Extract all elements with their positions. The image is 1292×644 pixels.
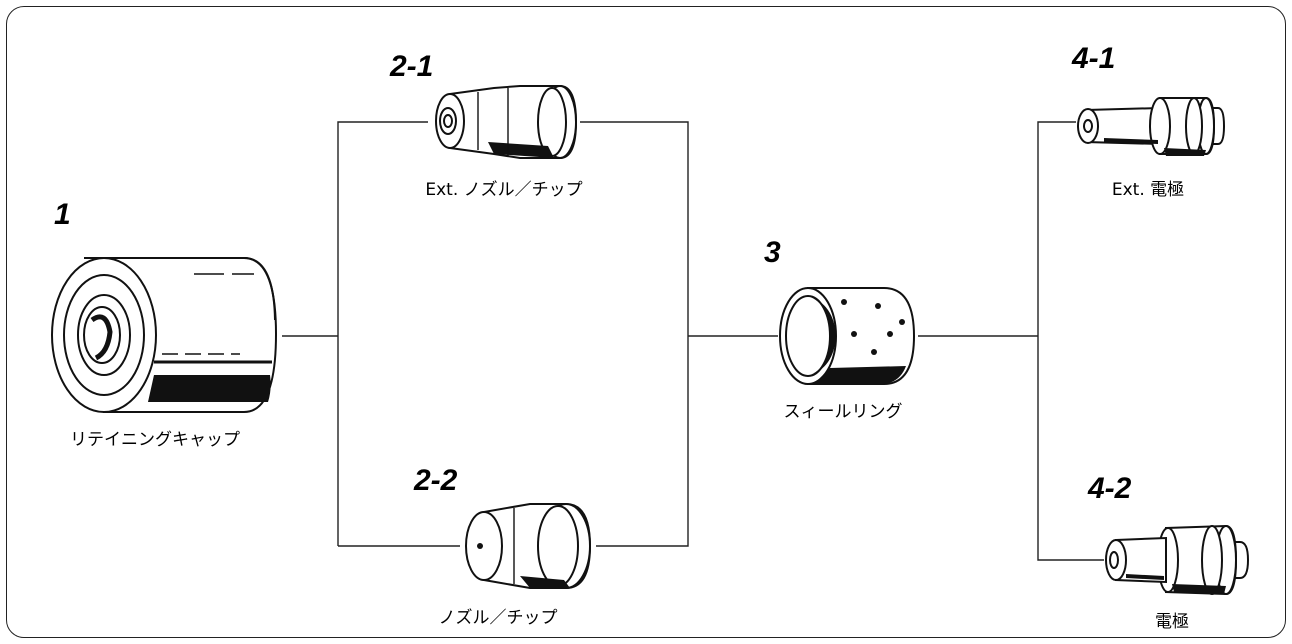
part-label-nozzle-tip: ノズル／チップ [438, 608, 558, 628]
ext-nozzle-tip-icon [435, 85, 578, 159]
part-label-swirl-ring: スィールリング [783, 402, 903, 422]
diagram-frame [6, 6, 1286, 638]
electrode-icon [1105, 524, 1250, 596]
connector-line [580, 121, 689, 547]
connector-line [1037, 121, 1104, 561]
part-number-4-1: 4-1 [1072, 42, 1116, 75]
retaining-cap-icon [51, 257, 278, 413]
part-label-ext-nozzle-tip: Ext. ノズル／チップ [425, 180, 583, 200]
part-label-electrode: 電極 [1155, 612, 1189, 632]
part-number-4-2: 4-2 [1088, 472, 1132, 505]
part-number-2-2: 2-2 [414, 464, 458, 497]
connector-line [337, 121, 428, 546]
part-label-retaining-cap: リテイニングキャップ [70, 430, 240, 450]
part-number-1: 1 [54, 198, 71, 231]
swirl-ring-icon [779, 287, 916, 385]
ext-electrode-icon [1077, 97, 1226, 156]
nozzle-tip-icon [465, 503, 592, 589]
part-label-ext-electrode: Ext. 電極 [1111, 180, 1185, 200]
part-number-3: 3 [764, 236, 781, 269]
part-number-2-1: 2-1 [390, 50, 434, 83]
